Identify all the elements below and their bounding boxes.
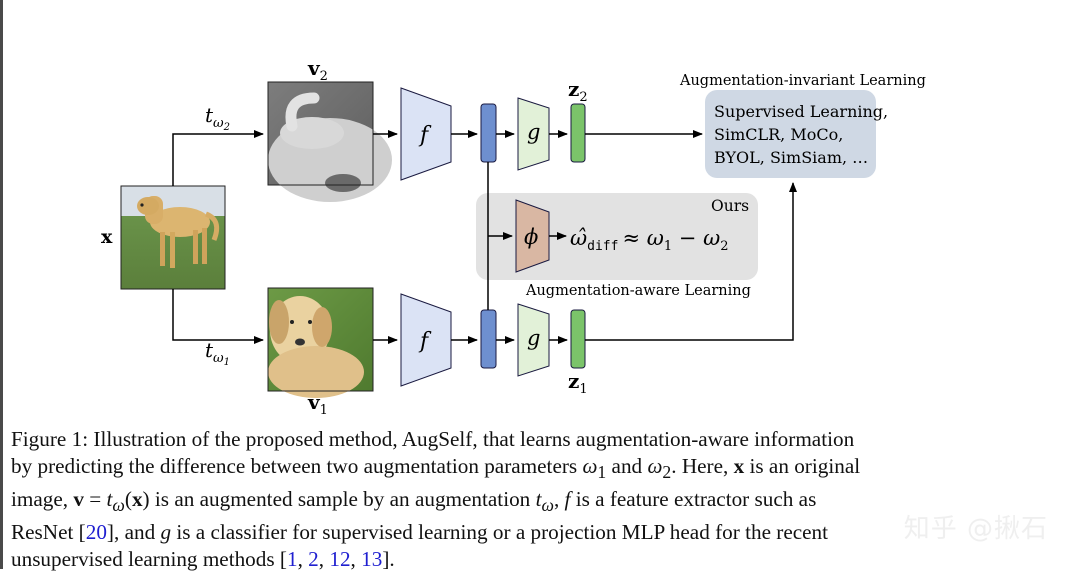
bottom-classifier-g (517, 303, 550, 377)
bottom-transform-label: tω1 (205, 338, 230, 368)
caption-line-4: ResNet [20], and g is a classifier for s… (11, 520, 829, 545)
invariant-line-2: SimCLR, MoCo, (714, 125, 843, 144)
top-transform-label: tω2 (205, 103, 230, 133)
page-edge-rule (0, 0, 3, 569)
input-label: x (101, 226, 113, 248)
input-image-dog (120, 185, 226, 290)
figure-caption: Figure 1: Illustration of the proposed m… (11, 426, 1056, 573)
top-feature-vector (480, 103, 497, 163)
view-v2-label: v2 (307, 56, 328, 84)
bottom-embedding-z1 (570, 309, 586, 369)
citation-20[interactable]: 20 (85, 520, 107, 545)
bottom-to-invariant-arrow (585, 182, 797, 341)
predictor-phi (515, 199, 550, 273)
bottom-feature-vector (480, 309, 497, 369)
caption-line-1: Figure 1: Illustration of the proposed m… (11, 427, 855, 451)
invariant-line-1: Supervised Learning, (714, 102, 888, 121)
top-embedding-z2 (570, 103, 586, 163)
citation-2[interactable]: 2 (308, 547, 319, 572)
citation-1[interactable]: 1 (286, 547, 298, 572)
caption-line-5: unsupervised learning methods [1, 2, 12,… (11, 547, 395, 572)
bottom-branch-arrow (172, 289, 264, 344)
top-classifier-g (517, 97, 550, 171)
predictor-label: ϕ (524, 225, 538, 249)
view-v1-image (267, 287, 374, 398)
citation-13[interactable]: 13 (361, 547, 383, 572)
invariant-title: Augmentation-invariant Learning (679, 73, 926, 89)
aware-title: Augmentation-aware Learning (525, 283, 751, 299)
view-v2-image (267, 81, 392, 202)
view-v1-label: v1 (307, 390, 328, 418)
citation-12[interactable]: 12 (329, 547, 351, 572)
caption-line-2: by predicting the difference between two… (11, 454, 861, 483)
prediction-equation: ω̂diff≈ ω1 − ω2 (570, 226, 728, 254)
bottom-encoder-f (400, 293, 452, 387)
top-encoder-f (400, 87, 452, 181)
top-classifier-label: g (527, 120, 540, 144)
ours-label: Ours (711, 197, 749, 215)
augself-figure: x v2 v1 tω2 tω1 (101, 56, 926, 418)
top-branch-arrow (172, 130, 264, 186)
bottom-classifier-label: g (527, 326, 540, 350)
invariant-box (705, 90, 876, 178)
zhihu-watermark: 知乎 @揪石 (903, 514, 1048, 544)
top-z-label: z2 (568, 77, 588, 105)
caption-line-3: image, v = tω(x) is an augmented sample … (11, 487, 817, 516)
bottom-z-label: z1 (568, 369, 588, 397)
invariant-line-3: BYOL, SimSiam, … (714, 148, 868, 167)
